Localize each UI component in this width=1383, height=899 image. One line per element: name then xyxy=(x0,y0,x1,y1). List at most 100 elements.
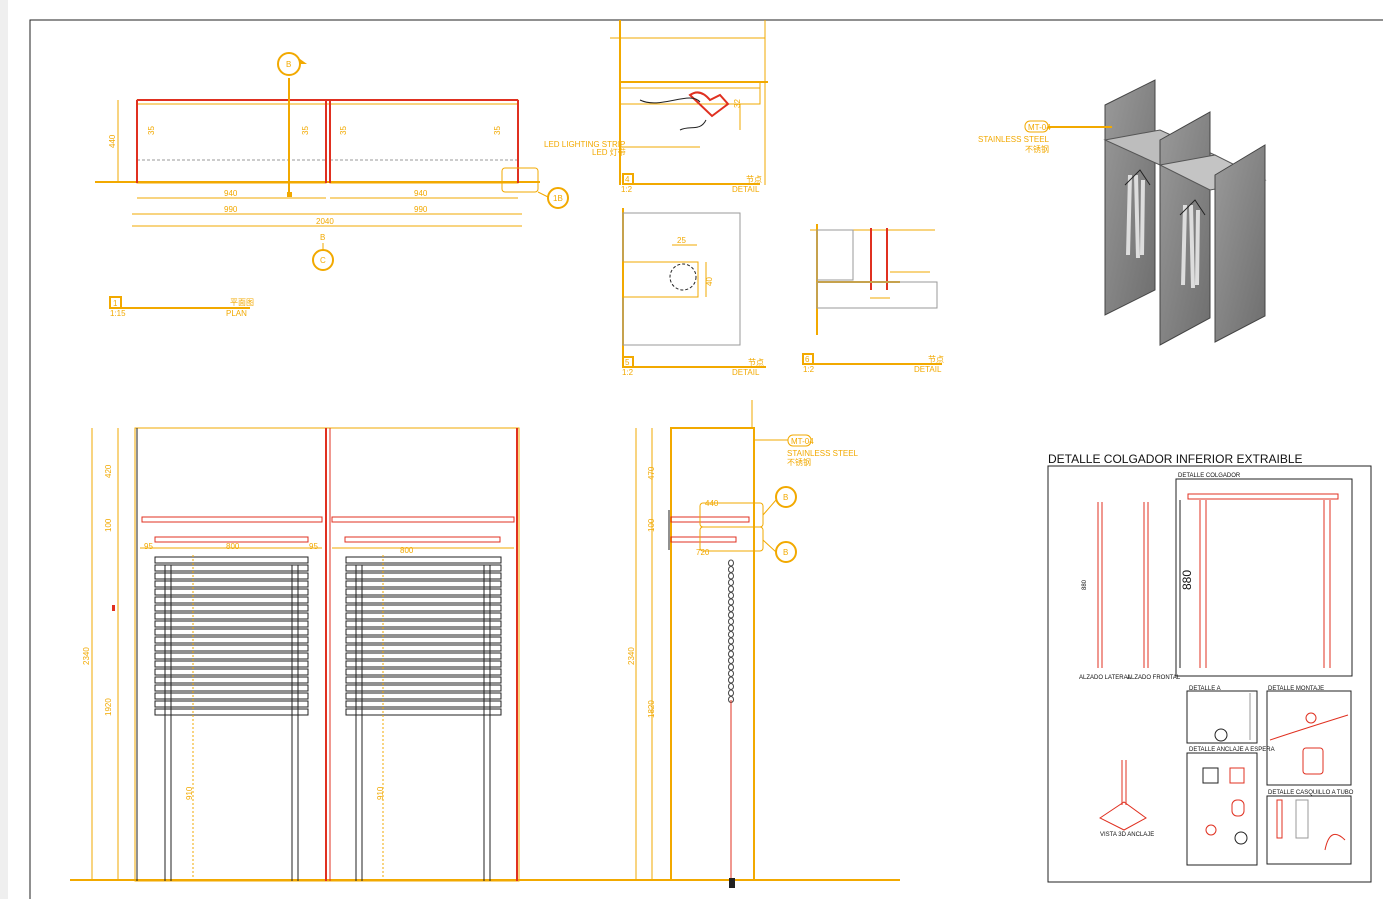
sheet-vista-3d: VISTA 3D ANCLAJE xyxy=(1100,832,1154,838)
material-cn-top: 不锈钢 xyxy=(1025,144,1049,154)
plan-dim-990-a: 990 xyxy=(224,205,238,214)
folded-shirt xyxy=(345,644,502,652)
section-callout-b xyxy=(775,541,797,563)
chain-link xyxy=(728,611,734,619)
elev-dim-2340: 2340 xyxy=(82,647,91,665)
chain-link xyxy=(728,559,734,567)
shirt-stack-left xyxy=(154,556,309,716)
plan-callout-bottom-label: C xyxy=(320,256,326,265)
material-cn-section: 不锈钢 xyxy=(787,457,811,467)
plan-callout-bottom-top: B xyxy=(320,233,325,242)
detail4-num: 4 xyxy=(625,175,630,184)
plan-dim-height: 440 xyxy=(108,134,117,148)
folded-shirt xyxy=(154,588,309,596)
detail4-led-en: LED LIGHTING STRIP xyxy=(544,140,625,149)
folded-shirt xyxy=(345,612,502,620)
sheet-detalle-anclaje: DETALLE ANCLAJE A ESPERA xyxy=(1189,747,1275,753)
folded-shirt xyxy=(154,652,309,660)
detail4-en: DETAIL xyxy=(732,185,760,194)
folded-shirt xyxy=(345,556,502,564)
chain-link xyxy=(728,598,734,606)
section-callout-b-label: B xyxy=(783,548,788,557)
plan-view: 440 35 35 35 35 940 940 990 990 2040 B 1… xyxy=(95,52,569,318)
folded-shirt xyxy=(154,572,309,580)
section-dim-2340: 2340 xyxy=(627,647,636,665)
folded-shirt xyxy=(345,572,502,580)
folded-shirt xyxy=(154,612,309,620)
plan-dim-940-a: 940 xyxy=(224,189,238,198)
plan-label-en: PLAN xyxy=(226,309,247,318)
elev-dim-100: 100 xyxy=(104,518,113,532)
material-tag-top: MT-04 xyxy=(1028,123,1051,132)
sheet-detalle-casquillo: DETALLE CASQUILLO A TUBO xyxy=(1268,790,1354,796)
folded-shirt xyxy=(154,556,309,564)
chain-link xyxy=(728,663,734,671)
chain-link xyxy=(728,650,734,658)
section-dim-100: 100 xyxy=(647,518,656,532)
folded-shirt xyxy=(154,620,309,628)
folded-shirt xyxy=(154,580,309,588)
sheet-alzado-lateral: ALZADO LATERAL xyxy=(1079,675,1132,681)
folded-shirt xyxy=(154,708,309,716)
plan-dim-total: 2040 xyxy=(316,217,334,226)
folded-shirt xyxy=(154,604,309,612)
front-elevation: 95 800 95 800 420 100 1920 2340 910 910 xyxy=(70,427,900,882)
plan-label-scale: 1:15 xyxy=(110,309,126,318)
folded-shirt xyxy=(345,604,502,612)
chain-link xyxy=(728,631,734,638)
elev-dim-shelf: 95 xyxy=(144,542,153,551)
plan-side-dim: 35 xyxy=(147,126,156,135)
folded-shirt xyxy=(345,636,502,644)
elev-dim-420: 420 xyxy=(104,464,113,478)
folded-shirt xyxy=(345,580,502,588)
folded-shirt xyxy=(154,644,309,652)
elev-dim-1920: 1920 xyxy=(104,698,113,716)
detail4-dim: 32 xyxy=(733,99,742,108)
chain-link xyxy=(728,592,734,599)
section-callout-a xyxy=(775,486,797,508)
detail6-scale: 1:2 xyxy=(803,365,815,374)
detail5-en: DETAIL xyxy=(732,368,760,377)
plan-callout-right xyxy=(547,187,569,209)
chain-link xyxy=(728,644,734,651)
chain-link xyxy=(728,689,734,697)
plan-dim-940-b: 940 xyxy=(414,189,428,198)
sheet-border xyxy=(29,19,1383,899)
chain-link xyxy=(728,566,734,573)
side-section: 470 100 2340 1820 440 720 B B MT-04 STAI… xyxy=(627,400,859,888)
plan-side-dim: 35 xyxy=(493,126,502,135)
plan-side-dim: 35 xyxy=(339,126,348,135)
folded-shirt xyxy=(345,676,502,684)
folded-shirt xyxy=(154,628,309,636)
hanging-garment-icon xyxy=(1124,169,1151,259)
elev-dim-shelf: 95 xyxy=(309,542,318,551)
plan-callout-bottom xyxy=(312,249,334,271)
chain-link xyxy=(728,572,734,580)
hanging-garment-icon xyxy=(1179,199,1206,289)
folded-shirt xyxy=(345,652,502,660)
left-gutter xyxy=(0,0,8,899)
shirt-stack-right xyxy=(345,556,502,716)
folded-shirt xyxy=(345,588,502,596)
sheet-dim-880: 880 xyxy=(1180,570,1194,590)
plan-callout-top-label: B xyxy=(286,60,291,69)
detail5-num: 5 xyxy=(625,358,630,367)
folded-shirt xyxy=(154,636,309,644)
material-tag-section: MT-04 xyxy=(791,437,814,446)
detail-6: 6 1:2 节点 DETAIL xyxy=(802,224,944,374)
detail5-scale: 1:2 xyxy=(622,368,634,377)
chain-link xyxy=(728,657,734,664)
folded-shirt xyxy=(154,668,309,676)
folded-shirt xyxy=(154,692,309,700)
section-dim-720: 720 xyxy=(696,548,710,557)
sheet-title: DETALLE COLGADOR INFERIOR EXTRAIBLE xyxy=(1048,452,1303,466)
isometric-view: MT-04 STAINLESS STEEL 不锈钢 xyxy=(978,79,1267,346)
folded-shirt xyxy=(345,692,502,700)
detail4-cn: 节点 xyxy=(746,175,762,184)
section-dim-470: 470 xyxy=(647,466,656,480)
folded-shirt xyxy=(345,668,502,676)
plan-label-cn: 平面图 xyxy=(230,298,254,307)
detail-4: 32 LED LIGHTING STRIP LED 灯带 4 1:2 节点 DE… xyxy=(544,20,768,194)
